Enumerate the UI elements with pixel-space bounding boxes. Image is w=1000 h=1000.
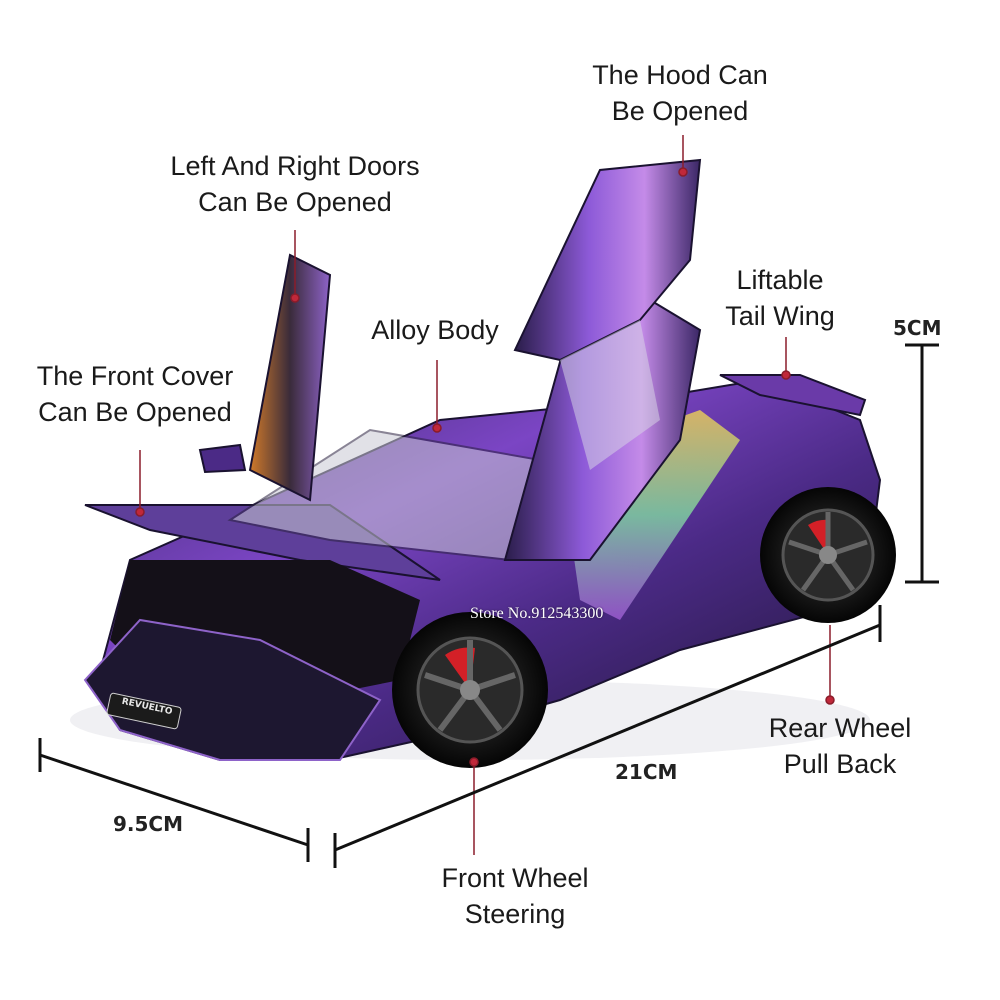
door-glass — [560, 320, 660, 470]
callout-front-wheel-line1: Front Wheel — [441, 863, 589, 893]
callout-leaders — [135, 135, 835, 855]
callout-rear-wheel: Rear Wheel Pull Back — [750, 710, 930, 782]
callout-doors: Left And Right Doors Can Be Opened — [140, 148, 450, 220]
callout-hood: The Hood Can Be Opened — [560, 57, 800, 129]
side-mirror — [198, 443, 247, 474]
callout-rear-wheel-line2: Pull Back — [783, 749, 897, 779]
dimension-lines — [38, 343, 939, 868]
callout-rear-wheel-line1: Rear Wheel — [768, 713, 912, 743]
callout-alloy-line1: Alloy Body — [371, 315, 499, 345]
callout-wing-line1: Liftable — [736, 265, 824, 295]
rear-wheel — [760, 487, 896, 623]
dimension-width-label: 9.5CM — [113, 812, 184, 836]
callout-tail-wing: Liftable Tail Wing — [700, 262, 860, 334]
license-plate — [106, 692, 182, 730]
store-watermark: Store No.912543300 — [470, 605, 604, 622]
left-door — [248, 253, 332, 502]
callout-front-cover: The Front Cover Can Be Opened — [10, 358, 260, 430]
dimension-height-label: 5CM — [893, 316, 942, 340]
callout-doors-line1: Left And Right Doors — [170, 151, 420, 181]
callout-doors-line2: Can Be Opened — [198, 187, 392, 217]
callout-wing-line2: Tail Wing — [725, 301, 835, 331]
callout-front-wheel-line2: Steering — [464, 899, 566, 929]
callout-front-cover-line2: Can Be Opened — [38, 397, 232, 427]
callout-alloy-body: Alloy Body — [350, 312, 520, 348]
front-wheel — [392, 612, 548, 768]
callout-front-cover-line1: The Front Cover — [36, 361, 234, 391]
callout-hood-line1: The Hood Can — [592, 60, 768, 90]
dimension-length-label: 21CM — [615, 760, 678, 784]
callout-front-wheel: Front Wheel Steering — [415, 860, 615, 932]
callout-hood-line2: Be Opened — [611, 96, 749, 126]
